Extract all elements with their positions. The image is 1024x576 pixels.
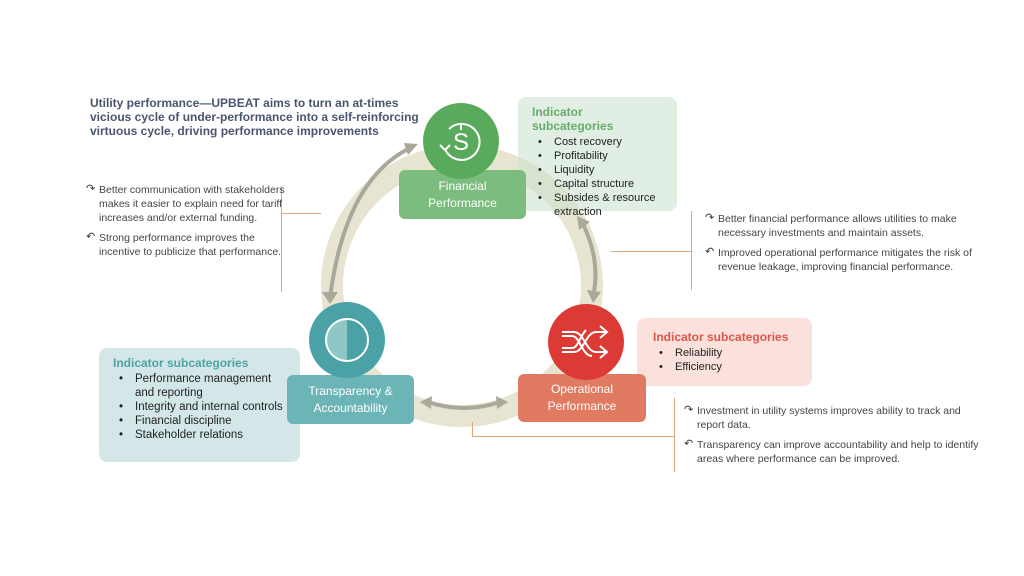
note-text: Strong performance improves the incentiv… (99, 232, 282, 258)
connector-line (281, 213, 321, 214)
note-text: Better financial performance allows util… (718, 213, 957, 239)
indicator-item: Reliability (659, 346, 802, 360)
operational-node (548, 304, 624, 380)
left-notes: ↷ Better communication with stakeholders… (86, 183, 286, 265)
indicator-item: Capital structure (538, 177, 667, 191)
connector-line (611, 251, 691, 252)
financial-node: S (423, 103, 499, 179)
operational-indicator-box: Indicator subcategories Reliability Effi… (637, 318, 812, 386)
note-item: ↷ Better communication with stakeholders… (86, 183, 286, 225)
indicator-item: Financial discipline (119, 414, 290, 428)
transparency-node (309, 302, 385, 378)
arrowhead (587, 290, 601, 303)
indicator-item: Profitability (538, 149, 667, 163)
clockwise-arrow-icon: ↷ (705, 212, 715, 224)
arrowhead (577, 216, 590, 230)
note-text: Improved operational performance mitigat… (718, 247, 972, 273)
connector-line (472, 436, 674, 437)
diagram-title: Utility performance—UPBEAT aims to turn … (90, 96, 419, 138)
note-text: Better communication with stakeholders m… (99, 184, 285, 224)
label-line: Performance (547, 399, 617, 413)
connector-line (674, 398, 675, 472)
arrow-financial-operational (580, 221, 598, 293)
dollar-cycle-icon: S (439, 122, 481, 161)
arrowhead (404, 143, 418, 155)
financial-indicator-box: Indicator subcategories Cost recovery Pr… (518, 97, 677, 218)
transparency-indicator-box: Indicator subcategories Performance mana… (99, 348, 300, 462)
indicator-heading: Indicator subcategories (532, 105, 614, 133)
indicator-item: Subsides & resource extraction (538, 191, 667, 219)
right-notes: ↷ Better financial performance allows ut… (705, 212, 995, 280)
clockwise-arrow-icon: ↷ (86, 183, 96, 195)
label-line: Accountability (313, 400, 388, 415)
indicator-item: Efficiency (659, 360, 802, 374)
indicator-heading: Indicator subcategories (113, 356, 249, 370)
half-circle-icon (325, 318, 369, 362)
counterclockwise-arrow-icon: ↶ (684, 438, 694, 450)
note-text: Investment in utility systems improves a… (697, 405, 961, 431)
indicator-item: Cost recovery (538, 135, 667, 149)
counterclockwise-arrow-icon: ↶ (86, 231, 96, 243)
label-line: Financial (438, 178, 487, 193)
clockwise-arrow-icon: ↷ (684, 404, 694, 416)
indicator-item: Stakeholder relations (119, 428, 290, 442)
bottom-notes: ↷ Investment in utility systems improves… (684, 404, 984, 472)
indicator-item: Liquidity (538, 163, 667, 177)
note-item: ↷ Better financial performance allows ut… (705, 212, 995, 240)
label-line: Transparency & (308, 383, 393, 398)
arrow-financial-transparency (328, 146, 411, 299)
note-item: ↶ Transparency can improve accountabilit… (684, 438, 984, 466)
svg-text:S: S (453, 129, 469, 156)
label-line: Operational (550, 382, 614, 396)
arrowhead (322, 292, 338, 304)
label-line: Performance (428, 195, 497, 210)
note-item: ↶ Improved operational performance mitig… (705, 246, 995, 274)
note-text: Transparency can improve accountability … (697, 439, 979, 465)
connector-line (691, 211, 692, 290)
shuffle-arrows-icon (562, 325, 609, 359)
arrowhead (496, 396, 508, 409)
arrow-transparency-operational (427, 400, 501, 410)
connector-line (281, 186, 282, 292)
note-item: ↷ Investment in utility systems improves… (684, 404, 984, 432)
connector-line (472, 422, 473, 437)
indicator-heading: Indicator subcategories (653, 330, 789, 344)
counterclockwise-arrow-icon: ↶ (705, 246, 715, 258)
arrowhead (420, 396, 432, 409)
indicator-item: Performance management and reporting (119, 372, 290, 400)
note-item: ↶ Strong performance improves the incent… (86, 231, 286, 259)
transparency-accountability-label: Transparency & Accountability (287, 375, 414, 424)
indicator-item: Integrity and internal controls (119, 400, 290, 414)
